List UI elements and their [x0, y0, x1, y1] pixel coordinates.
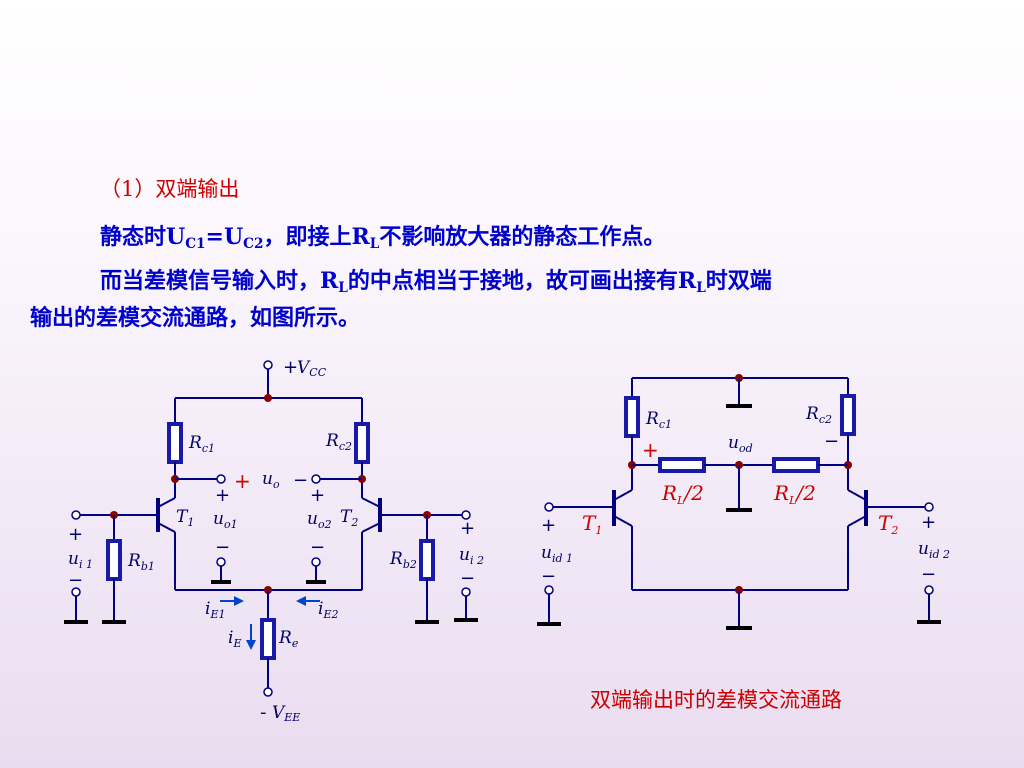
- para2-sub1: L: [338, 280, 348, 297]
- right-circuit: Rc1 Rc2 + − uod RL/2 RL/2 T1 + uid 1 −: [537, 374, 950, 630]
- vee-label: VEE: [272, 703, 300, 724]
- ie2-label: iE2: [318, 599, 338, 621]
- line1-a: 静态时U: [100, 224, 186, 250]
- ui2-label: ui 2: [459, 545, 484, 567]
- resistor-rc2-right: [840, 394, 856, 436]
- ui1-minus: −: [68, 570, 83, 591]
- ie-label: iE: [228, 628, 241, 650]
- uod-label: uod: [728, 433, 753, 455]
- uid1-plus: +: [541, 515, 556, 536]
- ie1-label: iE1: [205, 599, 225, 621]
- right-plus-out: +: [642, 438, 659, 462]
- uo2-plus: +: [310, 485, 325, 506]
- right-rc2-label: Rc2: [805, 404, 832, 426]
- rc1-label: Rc1: [188, 433, 215, 455]
- vcc-label: VCC: [297, 358, 327, 379]
- resistor-rl-left: [658, 457, 706, 473]
- vcc-terminal: [263, 360, 273, 370]
- uid1-minus: −: [541, 566, 556, 587]
- vee-sign: -: [260, 702, 267, 723]
- para2-sub2: L: [696, 280, 706, 297]
- resistor-rc1-right: [624, 396, 640, 438]
- ie1-arrow: [234, 596, 244, 606]
- uo1-label: uo1: [213, 509, 238, 531]
- line1-d: 不影响放大器的静态工作点。: [379, 224, 666, 250]
- ui1-plus: +: [68, 524, 83, 545]
- rl-left-label: RL/2: [661, 481, 704, 507]
- uo1-minus: −: [215, 537, 230, 558]
- right-t2-label: T2: [878, 511, 898, 537]
- line1-c: ，即接上R: [263, 224, 370, 250]
- resistor-rl-right: [772, 457, 820, 473]
- static-description: 静态时UC1=UC2，即接上RL不影响放大器的静态工作点。: [100, 224, 665, 253]
- para2-a: 而当差模信号输入时，R: [100, 268, 339, 294]
- resistor-rc1: [167, 422, 183, 464]
- uid2-plus: +: [921, 512, 936, 533]
- differential-description: 而当差模信号输入时，RL的中点相当于接地，故可画出接有RL时双端 输出的差模交流…: [30, 268, 1005, 333]
- uo1-plus: +: [215, 485, 230, 506]
- figure-caption: 双端输出时的差模交流通路: [590, 688, 842, 712]
- rb1-label: Rb1: [127, 551, 155, 573]
- rb2-label: Rb2: [389, 549, 417, 571]
- rc2-label: Rc2: [325, 431, 352, 453]
- para2-b: 的中点相当于接地，故可画出接有R: [347, 268, 697, 294]
- ui1-label: ui 1: [68, 549, 93, 571]
- para2-line2: 输出的差模交流通路，如图所示。: [30, 305, 361, 332]
- uid2-minus: −: [921, 564, 936, 585]
- line1-sub1: C1: [185, 236, 206, 253]
- right-t1-label: T1: [582, 511, 602, 537]
- uo2-label: uo2: [307, 509, 332, 531]
- ie2-arrow: [296, 596, 306, 606]
- right-rc1-label: Rc1: [645, 409, 672, 431]
- t2-label: T2: [340, 507, 358, 529]
- uo-minus: −: [293, 470, 308, 491]
- section-heading: （1）双端输出: [100, 177, 240, 201]
- t1-label: T1: [176, 507, 194, 529]
- vee-terminal: [263, 687, 273, 697]
- rl-right-label: RL/2: [773, 481, 816, 507]
- resistor-rb2: [419, 539, 435, 581]
- re-label: Re: [278, 628, 299, 650]
- ui2-plus: +: [460, 518, 475, 539]
- para2-line1: 而当差模信号输入时，RL的中点相当于接地，故可画出接有RL时双端: [30, 268, 1005, 297]
- line1-sub2: C2: [243, 236, 264, 253]
- left-circuit: + VCC Rc1 Rc2 + − uo + uo1 − + uo2 −: [64, 357, 484, 724]
- resistor-rc2: [354, 422, 370, 464]
- line1-sub3: L: [369, 236, 380, 253]
- para2-c: 时双端: [705, 268, 772, 294]
- uo-label: uo: [262, 469, 280, 491]
- ui2-minus: −: [460, 568, 475, 589]
- line1-b: =U: [205, 224, 244, 250]
- ie-arrow: [246, 640, 256, 650]
- uo2-minus: −: [310, 537, 325, 558]
- vcc-sign: +: [283, 357, 298, 378]
- uo-plus: +: [234, 469, 251, 493]
- resistor-re: [260, 618, 276, 660]
- uid2-label: uid 2: [918, 539, 950, 561]
- uid1-label: uid 1: [541, 543, 573, 565]
- resistor-rb1: [106, 539, 122, 581]
- right-minus-out: −: [824, 431, 839, 452]
